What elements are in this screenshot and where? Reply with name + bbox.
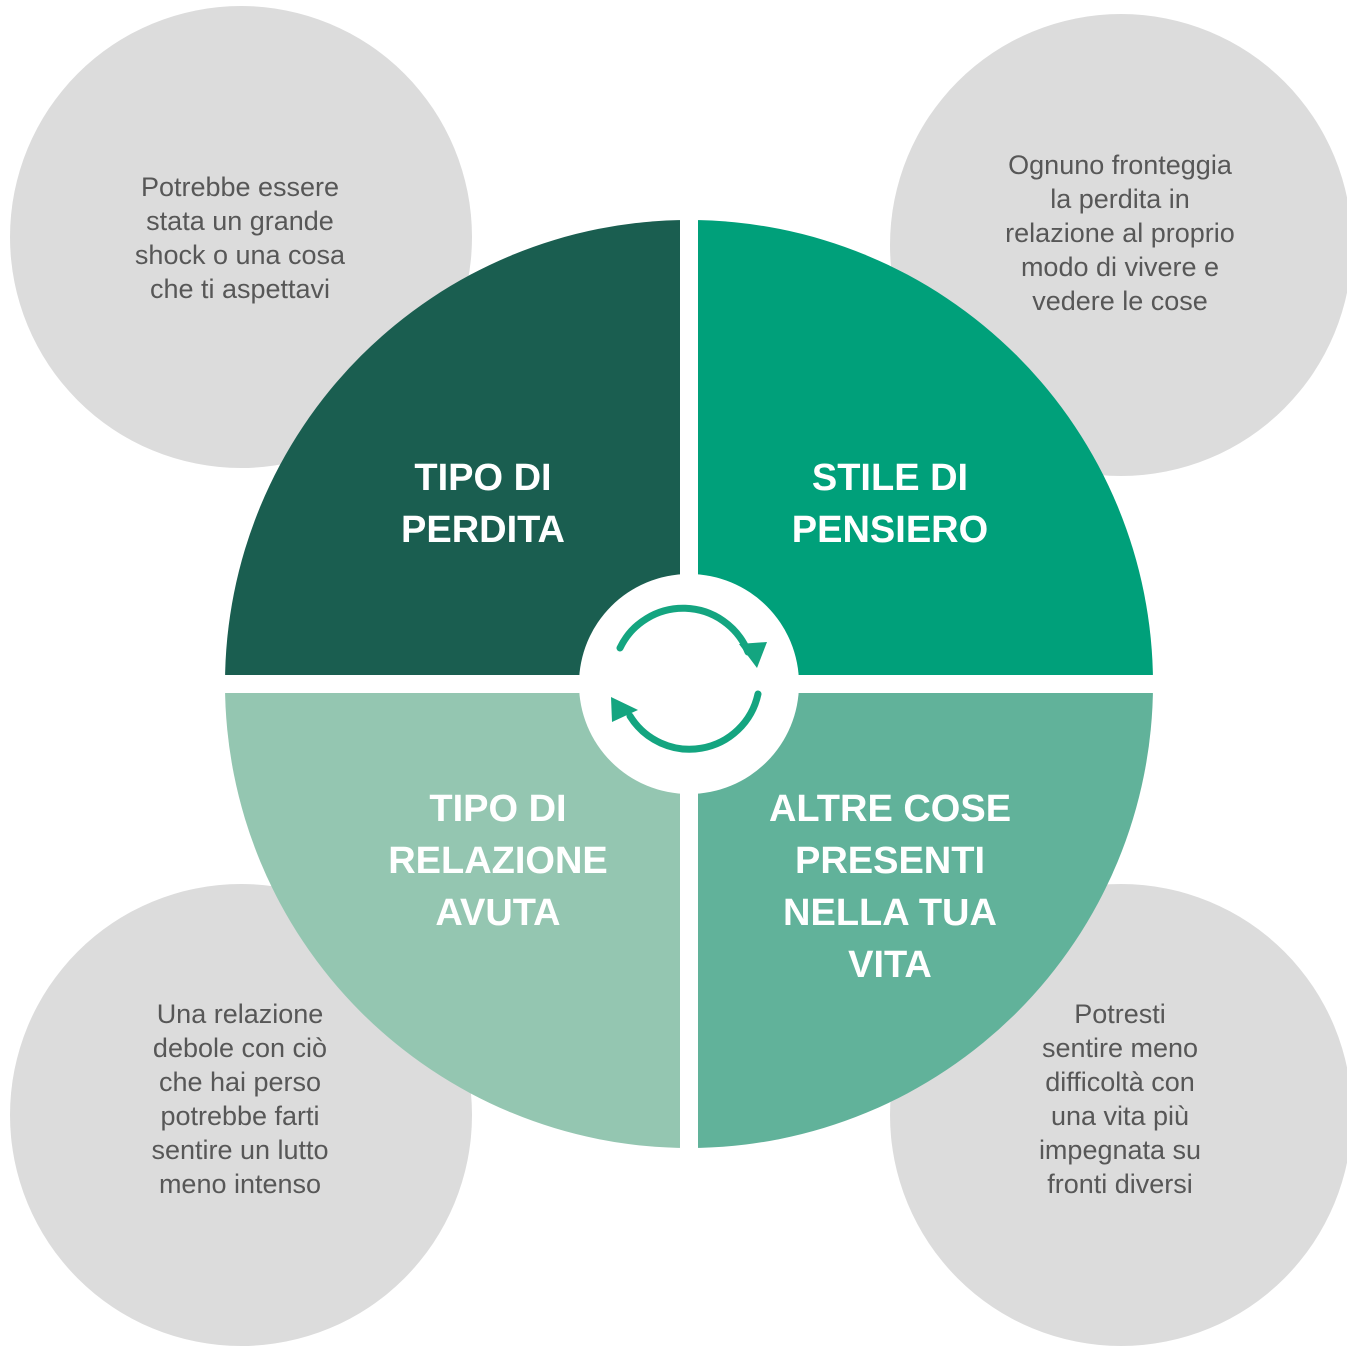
arrowhead-right (739, 642, 767, 668)
bubble-text-top-left: Potrebbe essere stata un grande shock o … (134, 172, 346, 304)
label-stile-di-pensiero: STILE DI PENSIERO (791, 457, 989, 551)
quadrant-top-left (225, 220, 689, 684)
refresh-cycle-icon (616, 604, 762, 753)
label-tipo-di-relazione-avuta: TIPO DI RELAZIONE AVUTA (388, 788, 608, 934)
bubble-text-bottom-left: Una relazione debole con ciò che hai per… (151, 999, 329, 1199)
quadrant-bottom-left (225, 684, 689, 1148)
bubble-text-bottom-right: Potresti sentire meno difficoltà con una… (1038, 999, 1202, 1199)
quadrant-bottom-right (689, 684, 1153, 1148)
bubble-text-top-right: Ognuno fronteggia la perdita in relazion… (1005, 150, 1235, 316)
label-tipo-di-perdita: TIPO DI PERDITA (401, 457, 565, 551)
quadrant-top-right (689, 220, 1153, 684)
arrowhead-left (611, 697, 638, 722)
label-altre-cose-presenti: ALTRE COSE PRESENTI NELLA TUA VITA (768, 788, 1012, 986)
